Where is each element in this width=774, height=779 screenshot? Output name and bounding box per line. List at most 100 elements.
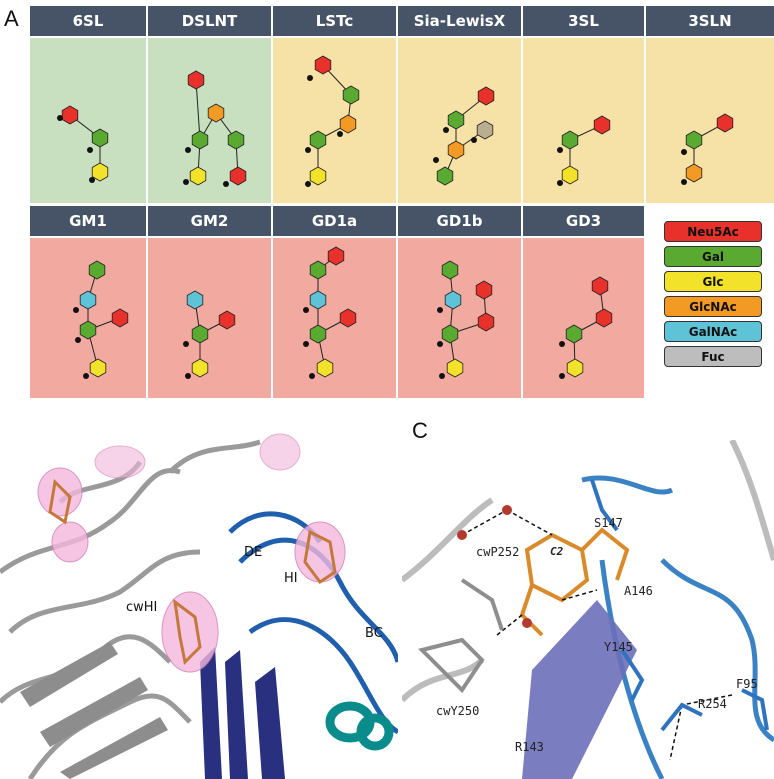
gal-residue: [309, 130, 327, 150]
glcnac-residue: [685, 163, 703, 183]
cell-gm2: [148, 238, 271, 398]
glc-residue: [566, 358, 584, 378]
substituent-dot: [437, 307, 443, 313]
density-meshes: [37, 433, 346, 673]
substituent-dot: [559, 373, 565, 379]
neu5ac-residue: [591, 276, 609, 296]
substituent-dot: [681, 149, 687, 155]
fuc-residue: [476, 120, 494, 140]
label-hi: HI: [284, 571, 298, 586]
neu5ac-residue: [229, 166, 247, 186]
panel-c-structure: [402, 440, 774, 779]
substituent-dot: [303, 307, 309, 313]
neu5ac-residue: [477, 86, 495, 106]
substituent-dot: [183, 341, 189, 347]
gal-residue: [447, 110, 465, 130]
substituent-dot: [303, 341, 309, 347]
substituent-dot: [471, 137, 477, 143]
glc-residue: [316, 358, 334, 378]
glc-residue: [191, 358, 209, 378]
cell-lstc: [273, 38, 396, 203]
header-gd3: GD3: [523, 206, 644, 236]
gal-residue: [436, 166, 454, 186]
glcnac-residue: [447, 140, 465, 160]
substituent-dot: [681, 179, 687, 185]
header-sia-lewisx: Sia-LewisX: [398, 6, 521, 36]
glc-residue: [446, 358, 464, 378]
water-molecules: [457, 505, 532, 628]
glcnac-residue: [339, 114, 357, 134]
substituent-dot: [185, 373, 191, 379]
gal-residue: [309, 260, 327, 280]
label-c2: C2: [550, 545, 564, 558]
neu5ac-residue: [595, 308, 613, 328]
substituent-dot: [185, 147, 191, 153]
neu5ac-residue: [61, 105, 79, 125]
neu5ac-residue: [111, 308, 129, 328]
label-bc: BC: [365, 626, 383, 641]
cell-6sl: [30, 38, 146, 203]
side-chains: [418, 578, 504, 694]
cell-gd3: [523, 238, 644, 398]
gal-residue: [227, 130, 245, 150]
cell-3sln: [646, 38, 774, 203]
galnac-residue: [309, 290, 327, 310]
neu5ac-residue: [187, 70, 205, 90]
legend-galnac: GalNAc: [664, 321, 762, 342]
galnac-residue: [186, 290, 204, 310]
glcnac-residue: [207, 103, 225, 123]
galnac-residue: [444, 290, 462, 310]
gal-residue: [309, 324, 327, 344]
gal-residue: [191, 324, 209, 344]
label-r254: R254: [698, 697, 727, 711]
legend-gal: Gal: [664, 246, 762, 267]
teal-helix: [325, 701, 394, 751]
substituent-dot: [75, 337, 81, 343]
neu5ac-residue: [218, 310, 236, 330]
header-3sl: 3SL: [523, 6, 644, 36]
substituent-dot: [83, 373, 89, 379]
header-gm1: GM1: [30, 206, 146, 236]
galnac-residue: [79, 290, 97, 310]
glycosidic-bond: [195, 79, 201, 141]
substituent-dot: [223, 181, 229, 187]
substituent-dot: [557, 180, 563, 186]
glc-residue: [91, 162, 109, 182]
gray-ribbons: [0, 439, 261, 779]
gal-residue: [88, 260, 106, 280]
glc-residue: [561, 165, 579, 185]
gal-residue: [685, 130, 703, 150]
label-cwp252: cwP252: [476, 545, 520, 559]
legend-fuc: Fuc: [664, 346, 762, 367]
label-a146: A146: [624, 584, 653, 598]
glc-residue: [309, 166, 327, 186]
legend-neu5ac: Neu5Ac: [664, 221, 762, 242]
glc-residue: [89, 358, 107, 378]
label-r143: R143: [515, 740, 544, 754]
header-6sl: 6SL: [30, 6, 146, 36]
substituent-dot: [557, 147, 563, 153]
substituent-dot: [183, 179, 189, 185]
legend-glcnac: GlcNAc: [664, 296, 762, 317]
header-3sln: 3SLN: [646, 6, 774, 36]
neu5ac-residue: [339, 308, 357, 328]
gal-residue: [561, 130, 579, 150]
header-dslnt: DSLNT: [148, 6, 271, 36]
substituent-dot: [307, 75, 313, 81]
neu5ac-residue: [477, 312, 495, 332]
label-cwhi: cwHI: [126, 600, 158, 615]
gal-residue: [79, 320, 97, 340]
substituent-dot: [305, 147, 311, 153]
neu5ac-residue: [314, 55, 332, 75]
panel-letter-a: A: [4, 6, 19, 31]
substituent-dot: [559, 341, 565, 347]
gal-residue: [191, 130, 209, 150]
cell-dslnt: [148, 38, 271, 203]
label-cwy250: cwY250: [436, 704, 480, 718]
panel-b-structure: [0, 402, 398, 779]
gal-residue: [441, 324, 459, 344]
header-gd1b: GD1b: [398, 206, 521, 236]
gal-residue: [441, 260, 459, 280]
cell-gd1a: [273, 238, 396, 398]
substituent-dot: [89, 177, 95, 183]
